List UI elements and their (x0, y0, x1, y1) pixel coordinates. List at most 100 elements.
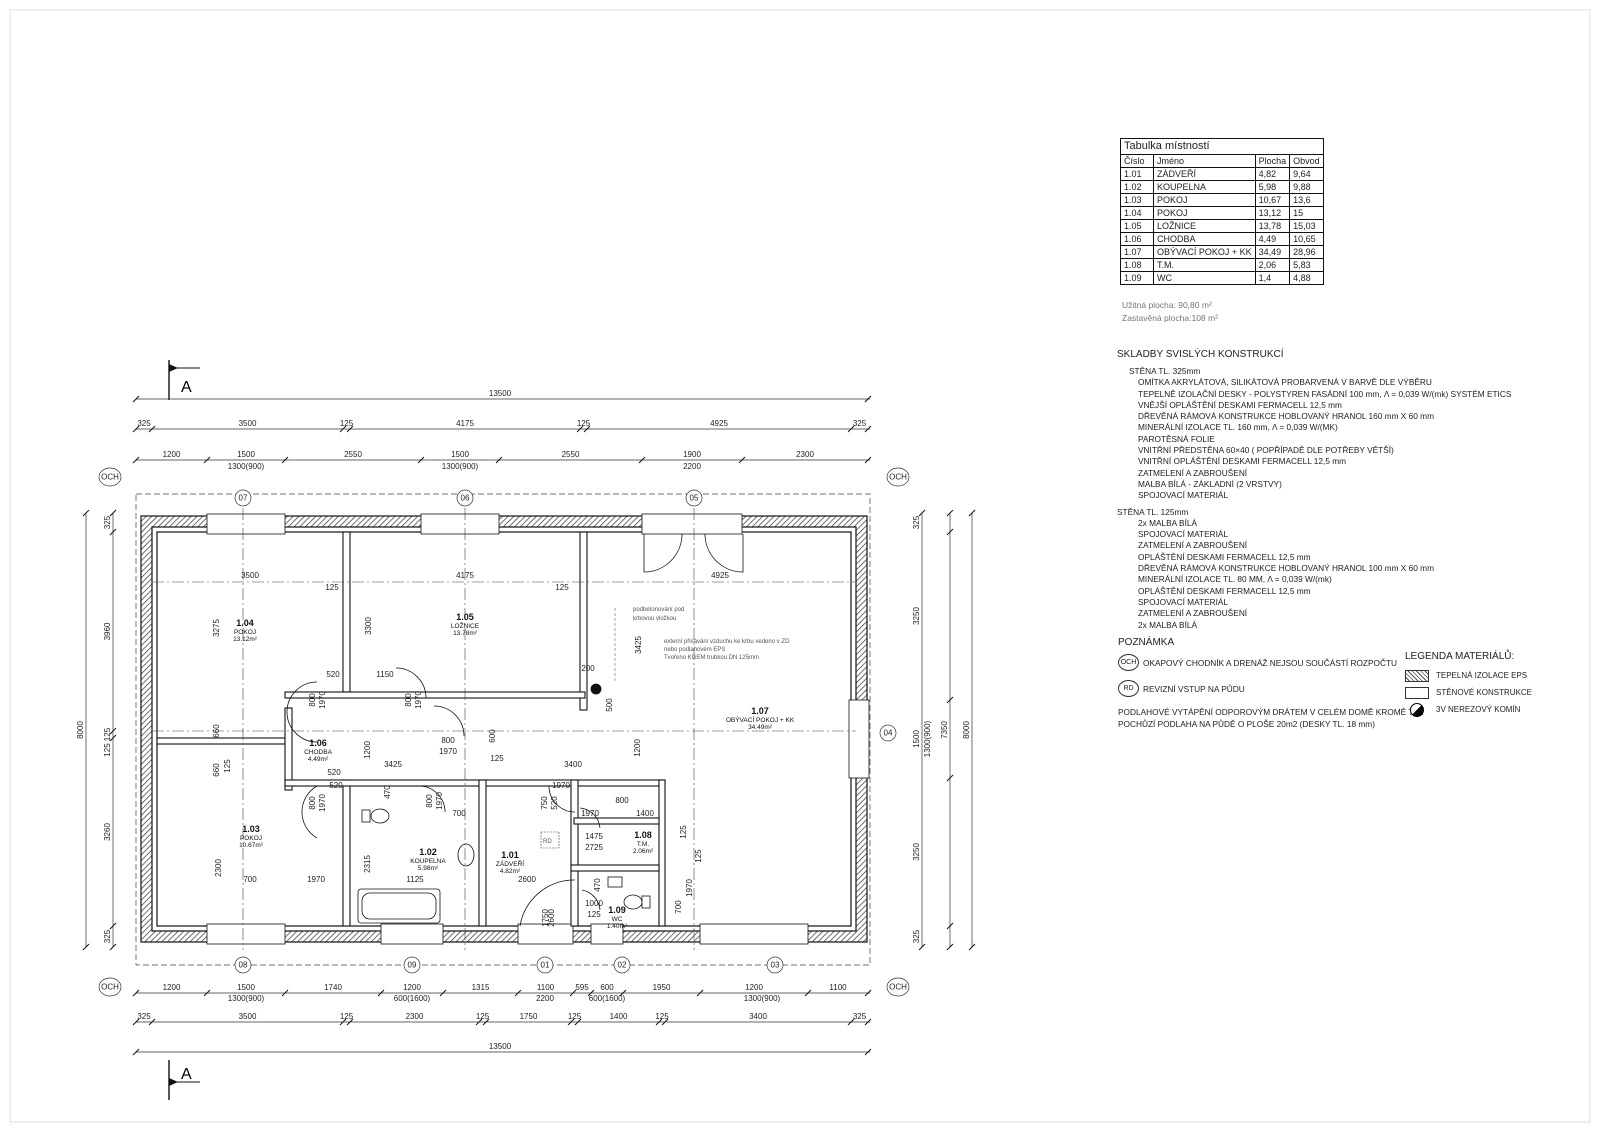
dim-inner: 200 (581, 664, 595, 673)
room-perimeter: 15 (1289, 206, 1324, 220)
dimension-tick (132, 1048, 140, 1056)
room-number: 1.05 (456, 612, 474, 622)
dim-top-wall: 325 (137, 419, 151, 428)
dimension-tick (339, 425, 347, 433)
heating-note-2: POCHŮZÍ PODLAHA NA PŮDĚ O PLOŠE 20m2 (DE… (1118, 719, 1375, 729)
dim-left: 325 (103, 515, 112, 529)
dimension-tick (148, 1018, 156, 1026)
wall-layer: 2x MALBA BÍLÁ (1138, 517, 1198, 528)
dim-left-total: 8000 (76, 721, 85, 739)
dimension-tick (918, 943, 926, 951)
wall-layer: SPOJOVACÍ MATERIÁL (1138, 529, 1229, 540)
wall-layer: 2x MALBA BÍLÁ (1138, 619, 1198, 630)
room-table: Tabulka místností Číslo Jméno Plocha Obv… (1120, 138, 1324, 285)
window-axis-circle (403, 956, 421, 974)
room-name: OBÝVACÍ POKOJ + KK (1153, 245, 1256, 259)
wall-layer: VNITŘNÍ OPLÁŠTĚNÍ DESKAMI FERMACELL 12,5… (1138, 456, 1347, 467)
dimension-tick (132, 395, 140, 403)
dim-inner: 800 (441, 736, 455, 745)
dimension-tick (576, 425, 584, 433)
note-air-3: Tvořeno KGEM trubkou DN 125mm (664, 655, 759, 661)
window-openings (206, 513, 870, 945)
wall-layer: DŘEVĚNÁ RÁMOVÁ KONSTRUKCE HOBLOVANÝ HRAN… (1138, 563, 1434, 574)
room-number: 1.04 (236, 618, 254, 628)
dim-inner: 800 (615, 796, 629, 805)
dim-bottom-wall: 125 (476, 1012, 490, 1021)
room-area: 13.12m² (233, 636, 258, 643)
chimney-symbol (590, 683, 602, 695)
wall-compositions: SKLADBY SVISLÝCH KONSTRUKCÍ STĚNA TL. 32… (1117, 349, 1547, 631)
section-letter-bottom: A (181, 1066, 192, 1083)
dim-right-total: 8000 (962, 721, 971, 739)
room-number: 1.02 (1120, 180, 1154, 194)
dimension-tick (132, 425, 140, 433)
dim-inner: 700 (674, 900, 683, 914)
wall-layer: VNĚJŠÍ OPLÁŠTĚNÍ DESKAMI FERMACELL 12,5 … (1138, 399, 1342, 410)
room-perimeter: 9,88 (1289, 180, 1324, 194)
footprint-dashed (135, 493, 871, 966)
dimension-tick (946, 696, 954, 704)
dim-inner: 2725 (585, 843, 603, 852)
dim-top-opening: 2300 (796, 450, 814, 459)
room-perimeter: 28,96 (1289, 245, 1324, 259)
dimension-tick (587, 989, 595, 997)
dim-bottom-wall: 2300 (406, 1012, 424, 1021)
room-perimeter: 13,6 (1289, 193, 1324, 207)
dim-bottom-window-size: 1300(900) (228, 994, 265, 1003)
dim-left: 3260 (103, 823, 112, 841)
room-name: WC (612, 916, 623, 923)
note-concrete-1: podbetonování pod (633, 607, 684, 613)
dim-inner: 800 (425, 794, 434, 808)
dimension-tick (946, 943, 954, 951)
dim-right-wall: 325 (912, 515, 921, 529)
dim-inner: 800 (308, 796, 317, 810)
dimension-tick (847, 1018, 855, 1026)
dimension-tick (377, 989, 385, 997)
dim-inner: 500 (605, 698, 614, 712)
dim-top-opening: 2550 (344, 450, 362, 459)
window-axis-label: 04 (884, 729, 893, 738)
dimension-tick (346, 425, 354, 433)
dim-bottom-wall: 3500 (239, 1012, 257, 1021)
dim-inner: 2300 (214, 859, 223, 877)
dim-bottom-opening: 1200 (745, 983, 763, 992)
room-number: 1.01 (1120, 167, 1154, 181)
dimension-tick (109, 734, 117, 742)
dimension-tick (439, 989, 447, 997)
window-axis-circle (685, 489, 703, 507)
specs-heading: SKLADBY SVISLÝCH KONSTRUKCÍ (1117, 349, 1284, 360)
dim-bottom-opening: 1100 (829, 983, 847, 992)
dimension-tick (281, 989, 289, 997)
dimension-tick (918, 509, 926, 517)
dim-bottom-window-size: 600(1600) (394, 994, 431, 1003)
dimension-tick (655, 1018, 663, 1026)
note-air-2: nebo podlahovém EPS (664, 647, 725, 653)
dim-inner: 125 (555, 583, 569, 592)
room-area: 10,67 (1254, 193, 1291, 207)
dimension-tick (567, 1018, 575, 1026)
dim-bottom-window-size: 2200 (536, 994, 554, 1003)
col-number: Číslo (1120, 154, 1154, 168)
dim-bottom-wall: 325 (137, 1012, 151, 1021)
room-name: POKOJ (240, 835, 262, 842)
room-area: 4.82m² (500, 868, 521, 875)
dim-top-wall: 4175 (456, 419, 474, 428)
room-number: 1.08 (634, 830, 652, 840)
och-badge: OCH (1118, 654, 1139, 671)
window-axis-circle (879, 724, 897, 742)
room-perimeter: 4,88 (1289, 271, 1324, 285)
wall-layer: MALBA BÍLÁ - ZÁKLADNÍ (2 VRSTVY) (1138, 478, 1282, 489)
dim-inner: 520 (326, 670, 340, 679)
room-number: 1.06 (1120, 232, 1154, 246)
dim-inner: 1970 (307, 875, 325, 884)
room-area: 5.98m² (418, 865, 439, 872)
room-name: CHODBA (304, 749, 332, 756)
room-name: T.M. (1153, 258, 1256, 272)
col-area: Plocha (1254, 154, 1291, 168)
